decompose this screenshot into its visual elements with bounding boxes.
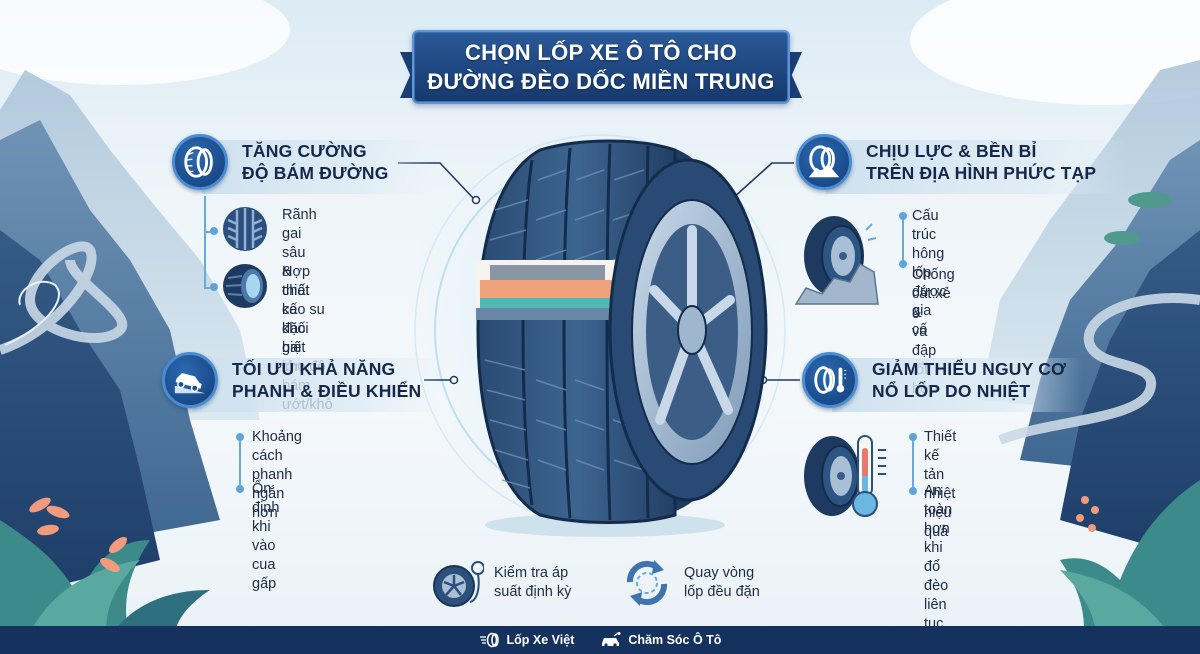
bullet-line: đổ đèo liên tục: [924, 559, 949, 632]
tire-pressure-gauge-icon: [433, 561, 484, 607]
footer-brand-care: Chăm Sóc Ô Tô: [600, 632, 721, 648]
bullet-dot: [899, 260, 907, 268]
car-on-slope-icon: [162, 352, 218, 408]
tire-tread-icon: [172, 134, 228, 190]
bullet-line: Chống cắt xẻ &: [912, 267, 955, 321]
section-title-line-1: TĂNG CƯỜNG: [242, 141, 367, 161]
bullet-dot: [899, 212, 907, 220]
section-header-heat: GIẢM THIỂU NGUY CƠ NỔ LỐP DO NHIỆT: [802, 352, 1082, 412]
bullet-line: ngắn hơn: [252, 486, 285, 521]
tip-line: suất định kỳ: [494, 584, 572, 600]
bullet-line: Khoảng cách phanh: [252, 429, 302, 483]
tire-thermometer-illustration: [804, 435, 886, 517]
bullet-dot: [236, 433, 244, 441]
bullet-item: Khoảng cách phanh ngắn hơn: [252, 428, 302, 523]
bullet-item: Cấu trúc hông lốp được gia cố: [912, 207, 947, 340]
section-title-line-1: TỐI ƯU KHẢ NĂNG: [232, 359, 396, 379]
section-title-line-2: TRÊN ĐỊA HÌNH PHỨC TẠP: [866, 163, 1097, 183]
tip-line: Quay vòng: [684, 565, 755, 581]
footer-brand-label: Lốp Xe Việt: [506, 633, 575, 647]
bullet-line: hiệu quả: [924, 505, 952, 540]
title-line-2: ĐƯỜNG ĐÈO DỐC MIỀN TRUNG: [427, 69, 775, 94]
title-banner: CHỌN LỐP XE Ô TÔ CHO ĐƯỜNG ĐÈO DỐC MIỀN …: [412, 30, 790, 104]
bullet-dot: [210, 227, 218, 235]
section-title-line-2: NỔ LỐP DO NHIỆT: [872, 381, 1031, 401]
tip-tire-rotation: Quay vòng lốp đều đặn: [620, 556, 760, 610]
bullet-connector-line: [902, 216, 904, 264]
tire-on-rock-illustration: [794, 216, 879, 305]
section-title-line-2: ĐỘ BÁM ĐƯỜNG: [242, 163, 389, 183]
footer-bar: Lốp Xe Việt Chăm Sóc Ô Tô: [0, 626, 1200, 654]
bullet-line: An toàn hơn khi: [924, 483, 953, 556]
bullet-line: Rãnh gai sâu &: [282, 207, 317, 280]
bullet-connector-line: [912, 437, 914, 491]
bullet-dot: [909, 487, 917, 495]
bullet-item: Thiết kế tản nhiệt hiệu quả: [924, 428, 956, 542]
bullet-item: An toàn hơn khi đổ đèo liên tục: [924, 482, 952, 634]
bullet-line: thiết kế khối gai lớn: [282, 283, 310, 375]
bullet-connector-line: [204, 196, 206, 288]
section-header-grip: TĂNG CƯỜNG ĐỘ BÁM ĐƯỜNG: [172, 134, 432, 194]
bullet-line: được gia cố: [912, 284, 947, 338]
rotate-arrows-icon: [626, 560, 668, 606]
bullet-line: cua gấp: [252, 557, 277, 592]
tip-pressure-check: Kiểm tra áp suất định kỳ: [430, 556, 571, 610]
bullet-connector-line: [239, 437, 241, 489]
section-header-braking: TỐI ƯU KHẢ NĂNG PHANH & ĐIỀU KHIỂN: [162, 352, 442, 412]
bullet-line: Cấu trúc hông lốp: [912, 208, 945, 281]
rubber-compound-tire-icon: [223, 264, 267, 308]
bullet-item: Ổn định khi vào cua gấp: [252, 480, 279, 594]
footer-brand-tire: Lốp Xe Việt: [479, 632, 575, 648]
tread-pattern-icon: [223, 207, 267, 251]
bullet-line: Ổn định khi vào: [252, 481, 280, 554]
tire-thermometer-icon: [802, 352, 858, 408]
bullet-line: Hợp chất cao su: [282, 264, 325, 318]
tire-on-rock-icon: [796, 134, 852, 190]
car-care-icon: [602, 632, 621, 647]
section-header-durability: CHỊU LỰC & BỀN BỈ TRÊN ĐỊA HÌNH PHỨC TẠP: [796, 134, 1126, 194]
section-title-line-1: CHỊU LỰC & BỀN BỈ: [866, 141, 1037, 161]
cutaway-tire-illustration: [440, 120, 770, 550]
tire-speed-icon: [479, 632, 499, 648]
tip-line: lốp đều đặn: [684, 584, 760, 600]
bullet-dot: [236, 485, 244, 493]
title-line-1: CHỌN LỐP XE Ô TÔ CHO: [464, 40, 738, 65]
bullet-dot: [909, 433, 917, 441]
bullet-dot: [210, 283, 218, 291]
footer-brand-label: Chăm Sóc Ô Tô: [628, 633, 722, 647]
section-title-line-2: PHANH & ĐIỀU KHIỂN: [232, 381, 422, 401]
bullet-line: Thiết kế tản nhiệt: [924, 429, 957, 502]
section-title-line-1: GIẢM THIỂU NGUY CƠ: [872, 359, 1067, 379]
tip-line: Kiểm tra áp: [494, 565, 569, 581]
